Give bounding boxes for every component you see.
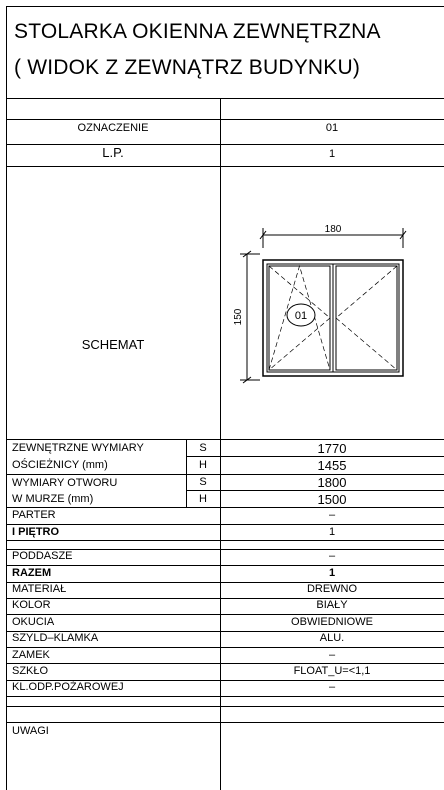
row-label-pietro: I PIĘTRO (12, 526, 60, 538)
rule (6, 614, 444, 615)
value-wymiary-otworu-h: 1500 (317, 492, 347, 507)
row-label-szklo: SZKŁO (12, 665, 49, 677)
column-divider (220, 98, 221, 790)
row-value-zamek: – (328, 649, 336, 661)
width-dimension-slash-right (399, 230, 407, 240)
window-tag-bubble (286, 303, 316, 327)
row-label-wymiary-zewn-1: ZEWNĘTRZNE WYMIARY (12, 442, 144, 454)
row-value-pietro: 1 (328, 526, 336, 538)
rule (6, 144, 444, 145)
row-value-razem: 1 (328, 567, 336, 579)
dimension-letter-divider (186, 439, 187, 507)
row-label-material: MATERIAŁ (12, 583, 67, 595)
height-dimension-slash-bottom (242, 376, 252, 384)
value-wymiary-zewn-h: 1455 (317, 458, 347, 473)
rule (6, 680, 444, 681)
height-dimension-slash-top (242, 250, 252, 258)
height-dimension-label: 150 (233, 308, 244, 325)
rule (6, 98, 444, 99)
dim-letter-s: S (199, 476, 207, 488)
dim-letter-h: H (199, 493, 207, 505)
rule (6, 722, 444, 723)
rule (6, 549, 444, 550)
sheet-subtitle: ( WIDOK Z ZEWNĄTRZ BUDYNKU) (14, 56, 361, 79)
row-label-wymiary-otworu-2: W MURZE (mm) (12, 493, 94, 505)
value-wymiary-zewn-s: 1770 (317, 441, 347, 456)
row-label-poddasze: PODDASZE (12, 550, 73, 562)
left-sash-tilt-indicator (268, 264, 331, 371)
rule (6, 631, 444, 632)
rule (6, 582, 444, 583)
rule (6, 706, 444, 707)
rule (6, 439, 444, 440)
row-value-kl-odp: – (328, 681, 336, 693)
value-wymiary-otworu-s: 1800 (317, 475, 347, 490)
width-dimension-label: 180 (325, 224, 342, 235)
row-label-oznaczenie: OZNACZENIE (77, 122, 149, 134)
row-label-uwagi: UWAGI (12, 725, 49, 737)
frame-top (6, 6, 444, 7)
row-value-szyld: ALU. (319, 632, 345, 644)
row-label-schemat: SCHEMAT (81, 337, 145, 352)
rule (186, 456, 444, 457)
row-value-oznaczenie: 01 (325, 122, 339, 134)
row-value-parter: – (328, 509, 336, 521)
window-schematic: 180 150 01 (233, 224, 407, 384)
rule (6, 524, 444, 525)
rule (6, 540, 444, 541)
row-value-lp: 1 (328, 148, 336, 160)
window-tag-label: 01 (295, 310, 307, 322)
rule (6, 598, 444, 599)
rule (6, 565, 444, 566)
row-label-szyld: SZYLD–KLAMKA (12, 632, 99, 644)
rule (186, 490, 444, 491)
row-label-wymiary-otworu-1: WYMIARY OTWORU (12, 477, 118, 489)
dim-letter-h: H (199, 459, 207, 471)
dim-letter-s: S (199, 442, 207, 454)
rule (6, 647, 444, 648)
row-value-poddasze: – (328, 550, 336, 562)
sheet-title: STOLARKA OKIENNA ZEWNĘTRZNA (14, 20, 381, 43)
row-label-kl-odp: KL.ODP.POŻAROWEJ (12, 681, 124, 693)
row-value-szklo: FLOAT_U=<1,1 (293, 665, 371, 677)
row-label-okucia: OKUCIA (12, 616, 55, 628)
row-label-parter: PARTER (12, 509, 56, 521)
rule (6, 696, 444, 697)
row-label-wymiary-zewn-2: OŚCIEŻNICY (mm) (12, 459, 108, 471)
row-label-zamek: ZAMEK (12, 649, 50, 661)
row-label-lp: L.P. (102, 145, 124, 160)
frame-left (6, 6, 7, 790)
row-value-material: DREWNO (306, 583, 358, 595)
row-value-okucia: OBWIEDNIOWE (291, 616, 373, 628)
right-sash (335, 265, 398, 371)
row-value-kolor: BIAŁY (316, 599, 348, 611)
width-dimension-slash-left (259, 230, 267, 240)
rule (6, 166, 444, 167)
rule (6, 663, 444, 664)
row-label-razem: RAZEM (12, 567, 52, 579)
row-label-kolor: KOLOR (12, 599, 51, 611)
window-outer-frame (262, 259, 404, 377)
right-sash-turn-indicator (335, 265, 398, 371)
rule (6, 474, 444, 475)
rule (6, 507, 444, 508)
rule (6, 119, 444, 120)
left-sash-turn-indicator (268, 265, 331, 371)
